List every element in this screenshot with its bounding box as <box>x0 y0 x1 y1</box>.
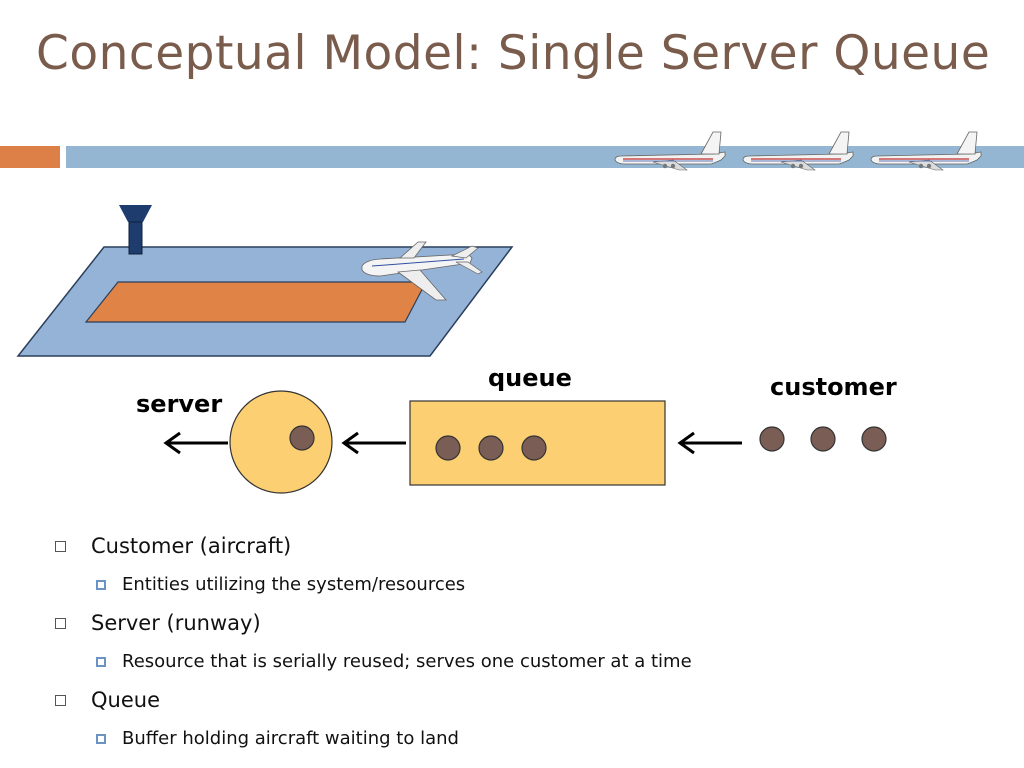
square-bullet-icon <box>96 579 106 590</box>
queued-customer-token <box>435 435 461 461</box>
customer-label: customer <box>770 373 897 401</box>
arriving-customer-token <box>861 426 887 452</box>
bullet-item: Server (runway) <box>52 603 1012 643</box>
sub-bullet-text: Entities utilizing the system/resources <box>122 574 466 595</box>
server-label: server <box>136 390 223 418</box>
square-bullet-icon <box>55 540 66 552</box>
queued-customer-token <box>521 435 547 461</box>
control-tower-icon <box>119 205 152 255</box>
bullet-text: Queue <box>91 688 160 712</box>
bullet-list: Customer (aircraft) Entities utilizing t… <box>52 526 1012 757</box>
sub-bullet-text: Resource that is serially reused; serves… <box>122 651 692 672</box>
customer-tokens <box>759 426 887 452</box>
sub-bullet-item: Resource that is serially reused; serves… <box>52 643 1012 680</box>
square-bullet-icon <box>96 656 106 667</box>
arrow-icon <box>677 431 742 455</box>
bullet-item: Queue <box>52 680 1012 720</box>
sub-bullet-item: Entities utilizing the system/resources <box>52 566 1012 603</box>
sub-bullet-item: Buffer holding aircraft waiting to land <box>52 720 1012 757</box>
bullet-text: Customer (aircraft) <box>91 534 292 558</box>
queue-label: queue <box>488 364 572 392</box>
queue-tokens <box>435 435 547 461</box>
served-customer-token <box>289 425 315 451</box>
arrow-icon <box>163 431 228 455</box>
server-circle <box>229 390 333 494</box>
square-bullet-icon <box>55 694 66 706</box>
arriving-customer-token <box>810 426 836 452</box>
square-bullet-icon <box>55 617 66 629</box>
header-accent-bar <box>0 146 60 168</box>
queued-customer-token <box>478 435 504 461</box>
bullet-text: Server (runway) <box>91 611 261 635</box>
bullet-item: Customer (aircraft) <box>52 526 1012 566</box>
arriving-customer-token <box>759 426 785 452</box>
slide-title: Conceptual Model: Single Server Queue <box>36 26 991 81</box>
airplane-icon <box>870 131 982 171</box>
arrow-icon <box>341 431 406 455</box>
airplane-icon <box>614 131 726 171</box>
sub-bullet-text: Buffer holding aircraft waiting to land <box>122 728 459 749</box>
airplane-icon <box>742 131 854 171</box>
square-bullet-icon <box>96 733 106 744</box>
runway <box>84 281 427 323</box>
landing-airplane-icon <box>361 241 483 301</box>
